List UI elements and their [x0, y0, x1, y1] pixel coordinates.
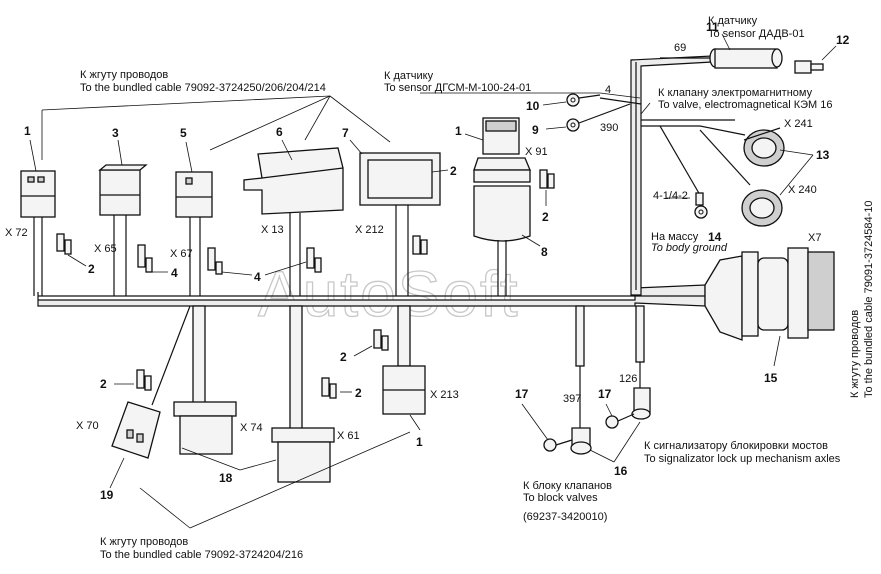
right-en: To the bundled cable 79091-3724584-10	[863, 200, 875, 398]
callout-4-mid: 4	[254, 270, 261, 284]
callout-5: 5	[180, 126, 187, 140]
callout-2-lower-b: 2	[355, 386, 362, 400]
ring-terminal-9: 9	[532, 103, 631, 137]
valve-ru: К клапану электромагнитному	[658, 87, 813, 99]
callout-7: 7	[342, 126, 349, 140]
connector-x241: X 241	[699, 118, 813, 167]
right-ru: К жгуту проводов	[849, 310, 861, 398]
sensor-dadv: 11 69	[660, 20, 783, 69]
signalizator-en: To signalizator lock up mechanism axles	[644, 453, 841, 465]
signalizator-ru: К сигнализатору блокировки мостов	[644, 440, 828, 452]
label-x67: X 67	[170, 248, 193, 260]
dim-69: 69	[674, 42, 686, 54]
ring-terminal-10: 10	[526, 93, 601, 113]
terminal-2-left: 2	[56, 233, 95, 276]
connector-x61: X 61 18	[181, 427, 360, 485]
sensor-dadv-en: To sensor ДАДВ-01	[708, 28, 805, 40]
callout-1-sensor: 1	[455, 124, 462, 138]
sensor-dgsm-en: To sensor ДГСМ-М-100-24-01	[384, 82, 531, 94]
label-x240: X 240	[788, 184, 817, 196]
connector-x213: X 213 1	[382, 365, 459, 449]
callout-3: 3	[112, 126, 119, 140]
dim-397: 397	[563, 393, 581, 405]
connector-x67: 5 X 67	[170, 126, 213, 296]
dim-4: 4	[605, 84, 611, 96]
sensor-dgsm: 1 8 X 91	[455, 117, 548, 296]
block-valves-ru: К блоку клапанов	[523, 480, 612, 492]
connector-16-signalizator: 17 16	[589, 387, 651, 478]
connector-x70: X 70 19	[76, 401, 161, 502]
ground-en: To body ground	[651, 242, 728, 254]
connector-16-block-valves: 17	[515, 387, 592, 455]
ground-terminal: 4-1/4-2 14	[653, 125, 722, 244]
callout-1-x213: 1	[416, 435, 423, 449]
terminal-4-mid: 4	[207, 247, 322, 284]
lower-branches	[151, 305, 411, 433]
callout-17-left: 17	[515, 387, 529, 401]
connector-x74: X 74	[173, 401, 263, 455]
callout-10: 10	[526, 99, 540, 113]
connector-x72: 1 X 72	[5, 124, 56, 296]
label-x212: X 212	[355, 224, 384, 236]
label-x72: X 72	[5, 227, 28, 239]
top-left-ru: К жгуту проводов	[80, 69, 168, 81]
label-x74: X 74	[240, 422, 263, 434]
label-x91: X 91	[525, 146, 548, 158]
connector-x65: 3 X 65	[94, 126, 148, 296]
callout-18: 18	[219, 471, 233, 485]
label-x241: X 241	[784, 118, 813, 130]
callout-13: 13	[816, 148, 830, 162]
callout-15: 15	[764, 371, 778, 385]
callout-2-x212: 2	[450, 164, 457, 178]
terminal-2-x212	[412, 235, 428, 255]
callout-2-x70: 2	[100, 377, 107, 391]
callout-6: 6	[276, 125, 283, 139]
top-left-en: To the bundled cable 79092-3724250/206/2…	[80, 82, 326, 94]
callout-4-left: 4	[171, 266, 178, 280]
label-x70: X 70	[76, 420, 99, 432]
callout-2-sensor: 2	[542, 210, 549, 224]
callout-17-right: 17	[598, 387, 612, 401]
callout-16: 16	[614, 464, 628, 478]
callout-14: 14	[708, 230, 722, 244]
callout-12: 12	[836, 33, 850, 47]
terminal-2-sensor: 2	[539, 169, 555, 224]
label-x13: X 13	[261, 224, 284, 236]
ground-code: 4-1/4-2	[653, 190, 688, 202]
connector-x13: 6 X 13	[243, 125, 344, 296]
connector-x7: X7 15	[704, 232, 835, 385]
callout-8: 8	[541, 245, 548, 259]
terminal-4-left: 4	[137, 244, 178, 280]
label-x213: X 213	[430, 389, 459, 401]
sensor-dgsm-ru: К датчику	[384, 70, 434, 82]
callout-19: 19	[100, 488, 114, 502]
drop-wires-right: 397 126	[563, 305, 645, 430]
callout-1-top-left: 1	[24, 124, 31, 138]
label-x65: X 65	[94, 243, 117, 255]
label-x7: X7	[808, 232, 821, 244]
valve-en: To valve, electromagnetical КЭМ 16	[658, 99, 833, 111]
bottom-left-ru: К жгуту проводов	[100, 536, 188, 548]
dim-390: 390	[600, 122, 618, 134]
bottom-left-en: To the bundled cable 79092-3724204/216	[100, 549, 303, 561]
callout-2-left: 2	[88, 262, 95, 276]
terminal-2-x70: 2	[100, 369, 152, 391]
connector-12: 12	[794, 33, 850, 74]
terminals-2-lower: 2 2	[321, 329, 389, 400]
callout-9: 9	[532, 123, 539, 137]
connector-x212: 7 2 X 212	[342, 126, 457, 296]
callout-2-lower-a: 2	[340, 350, 347, 364]
label-x61: X 61	[337, 430, 360, 442]
top-leaders	[41, 92, 651, 529]
connector-x240: X 240 13	[699, 129, 830, 227]
sensor-dadv-ru: К датчику	[708, 15, 758, 27]
callout-11: 11	[706, 20, 719, 34]
ground-ru: На массу	[651, 231, 699, 243]
block-valves-en: To block valves	[523, 492, 598, 504]
dim-126: 126	[619, 373, 637, 385]
block-valves-code: (69237-3420010)	[523, 511, 607, 523]
